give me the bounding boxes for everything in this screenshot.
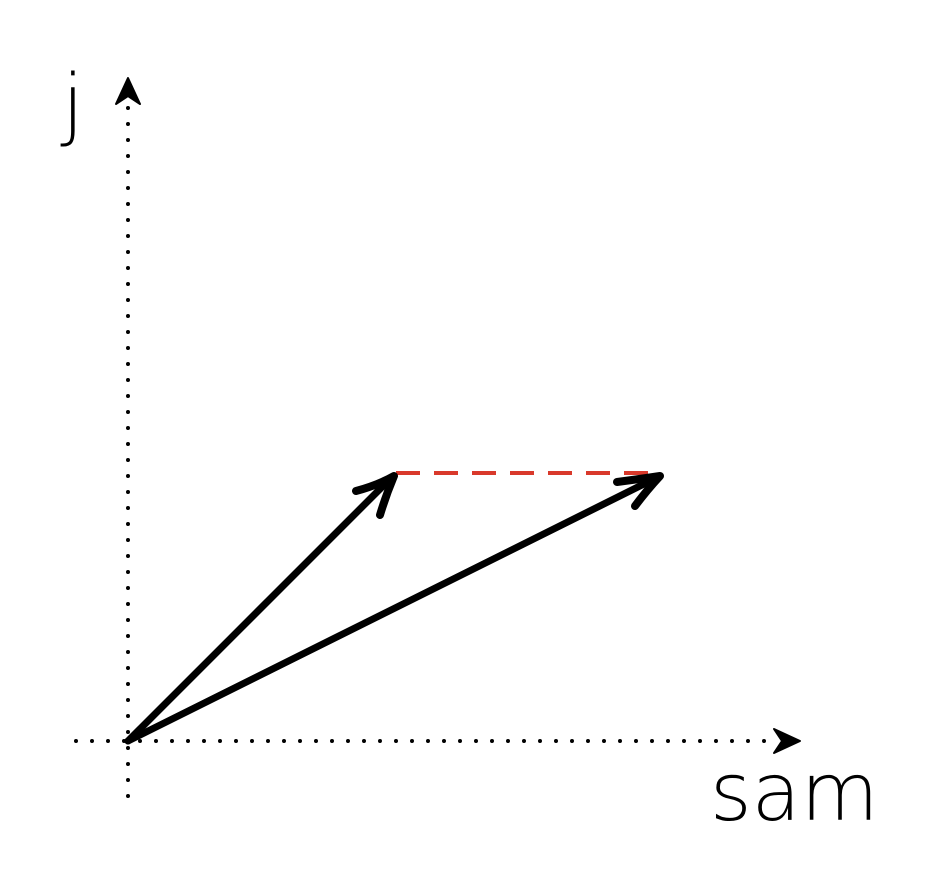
x-axis-arrowhead bbox=[773, 728, 801, 754]
short-vector-arrowhead bbox=[352, 472, 398, 519]
y-axis-arrowhead bbox=[115, 77, 141, 105]
y-axis-label: j bbox=[60, 59, 84, 149]
long-vector-arrowhead bbox=[613, 472, 664, 510]
long-vector-shaft bbox=[124, 476, 656, 745]
short-vector-shaft bbox=[124, 477, 392, 745]
x-axis-label: sam bbox=[710, 746, 879, 839]
